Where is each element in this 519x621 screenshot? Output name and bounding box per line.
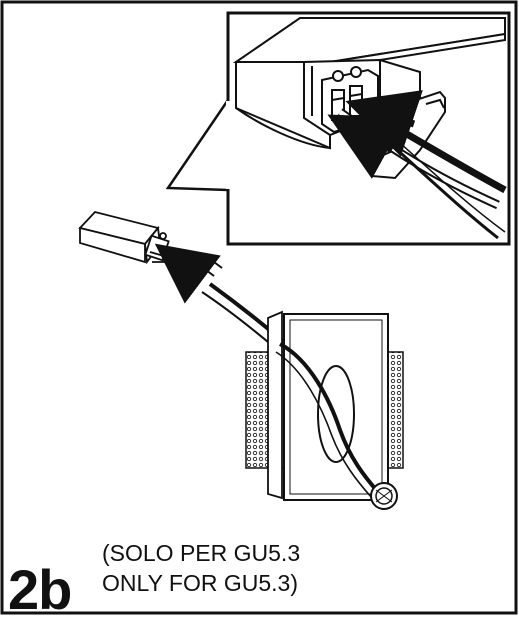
- callout-pointer: [165, 99, 230, 192]
- insertion-arrows: [327, 90, 423, 179]
- step-number: 2b: [8, 558, 72, 621]
- led-driver: [78, 210, 170, 265]
- caption-line-2: ONLY FOR GU5.3): [102, 570, 298, 596]
- recessed-spotlight: [245, 310, 404, 510]
- gu5.3-lamp-holder: [370, 482, 398, 510]
- driver-arrow: [154, 243, 221, 304]
- detail-inset: [165, 11, 511, 246]
- caption-line-1: (SOLO PER GU5.3: [102, 540, 301, 566]
